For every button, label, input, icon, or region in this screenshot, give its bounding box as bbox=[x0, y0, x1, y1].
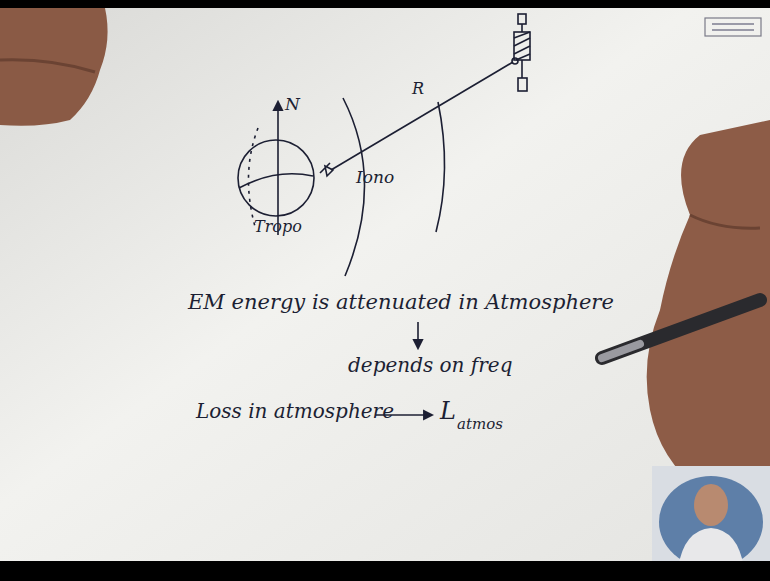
range-label: R bbox=[412, 80, 424, 98]
hand-crease bbox=[690, 215, 760, 228]
region-label: Tropo bbox=[254, 218, 302, 236]
region-label: Iono bbox=[356, 168, 394, 187]
video-inset bbox=[652, 466, 770, 568]
ionosphere-outer bbox=[436, 102, 445, 232]
note-text: depends on freq bbox=[348, 354, 512, 376]
equator bbox=[239, 174, 313, 188]
note-text: Loss in atmosphere bbox=[196, 400, 394, 422]
axis-label: N bbox=[285, 95, 300, 114]
earth bbox=[238, 140, 314, 216]
lecturer-head bbox=[694, 484, 728, 526]
satellite-body bbox=[514, 32, 530, 60]
logo-mark bbox=[712, 29, 754, 31]
satellite-boom bbox=[521, 60, 523, 78]
satellite-hatch bbox=[514, 32, 530, 60]
north-axis bbox=[277, 102, 279, 235]
bottom-bar bbox=[0, 561, 770, 581]
video-background bbox=[659, 476, 763, 568]
ionosphere-boundary bbox=[343, 98, 365, 276]
finger bbox=[0, 8, 108, 126]
symbol-text: L bbox=[440, 398, 456, 424]
logo-mark bbox=[712, 23, 754, 25]
down-arrow bbox=[417, 322, 419, 348]
solar-panel bbox=[518, 14, 526, 24]
satellite-boom bbox=[521, 24, 523, 32]
finger-crease bbox=[0, 60, 95, 72]
pen-tip bbox=[602, 344, 640, 358]
slant-range bbox=[331, 62, 513, 170]
solar-panel bbox=[518, 78, 527, 91]
subscript-text: atmos bbox=[457, 416, 503, 433]
logo bbox=[705, 18, 761, 36]
troposphere-boundary bbox=[248, 128, 258, 230]
pen bbox=[602, 300, 760, 358]
note-text: EM energy is attenuated in Atmosphere bbox=[188, 291, 614, 314]
